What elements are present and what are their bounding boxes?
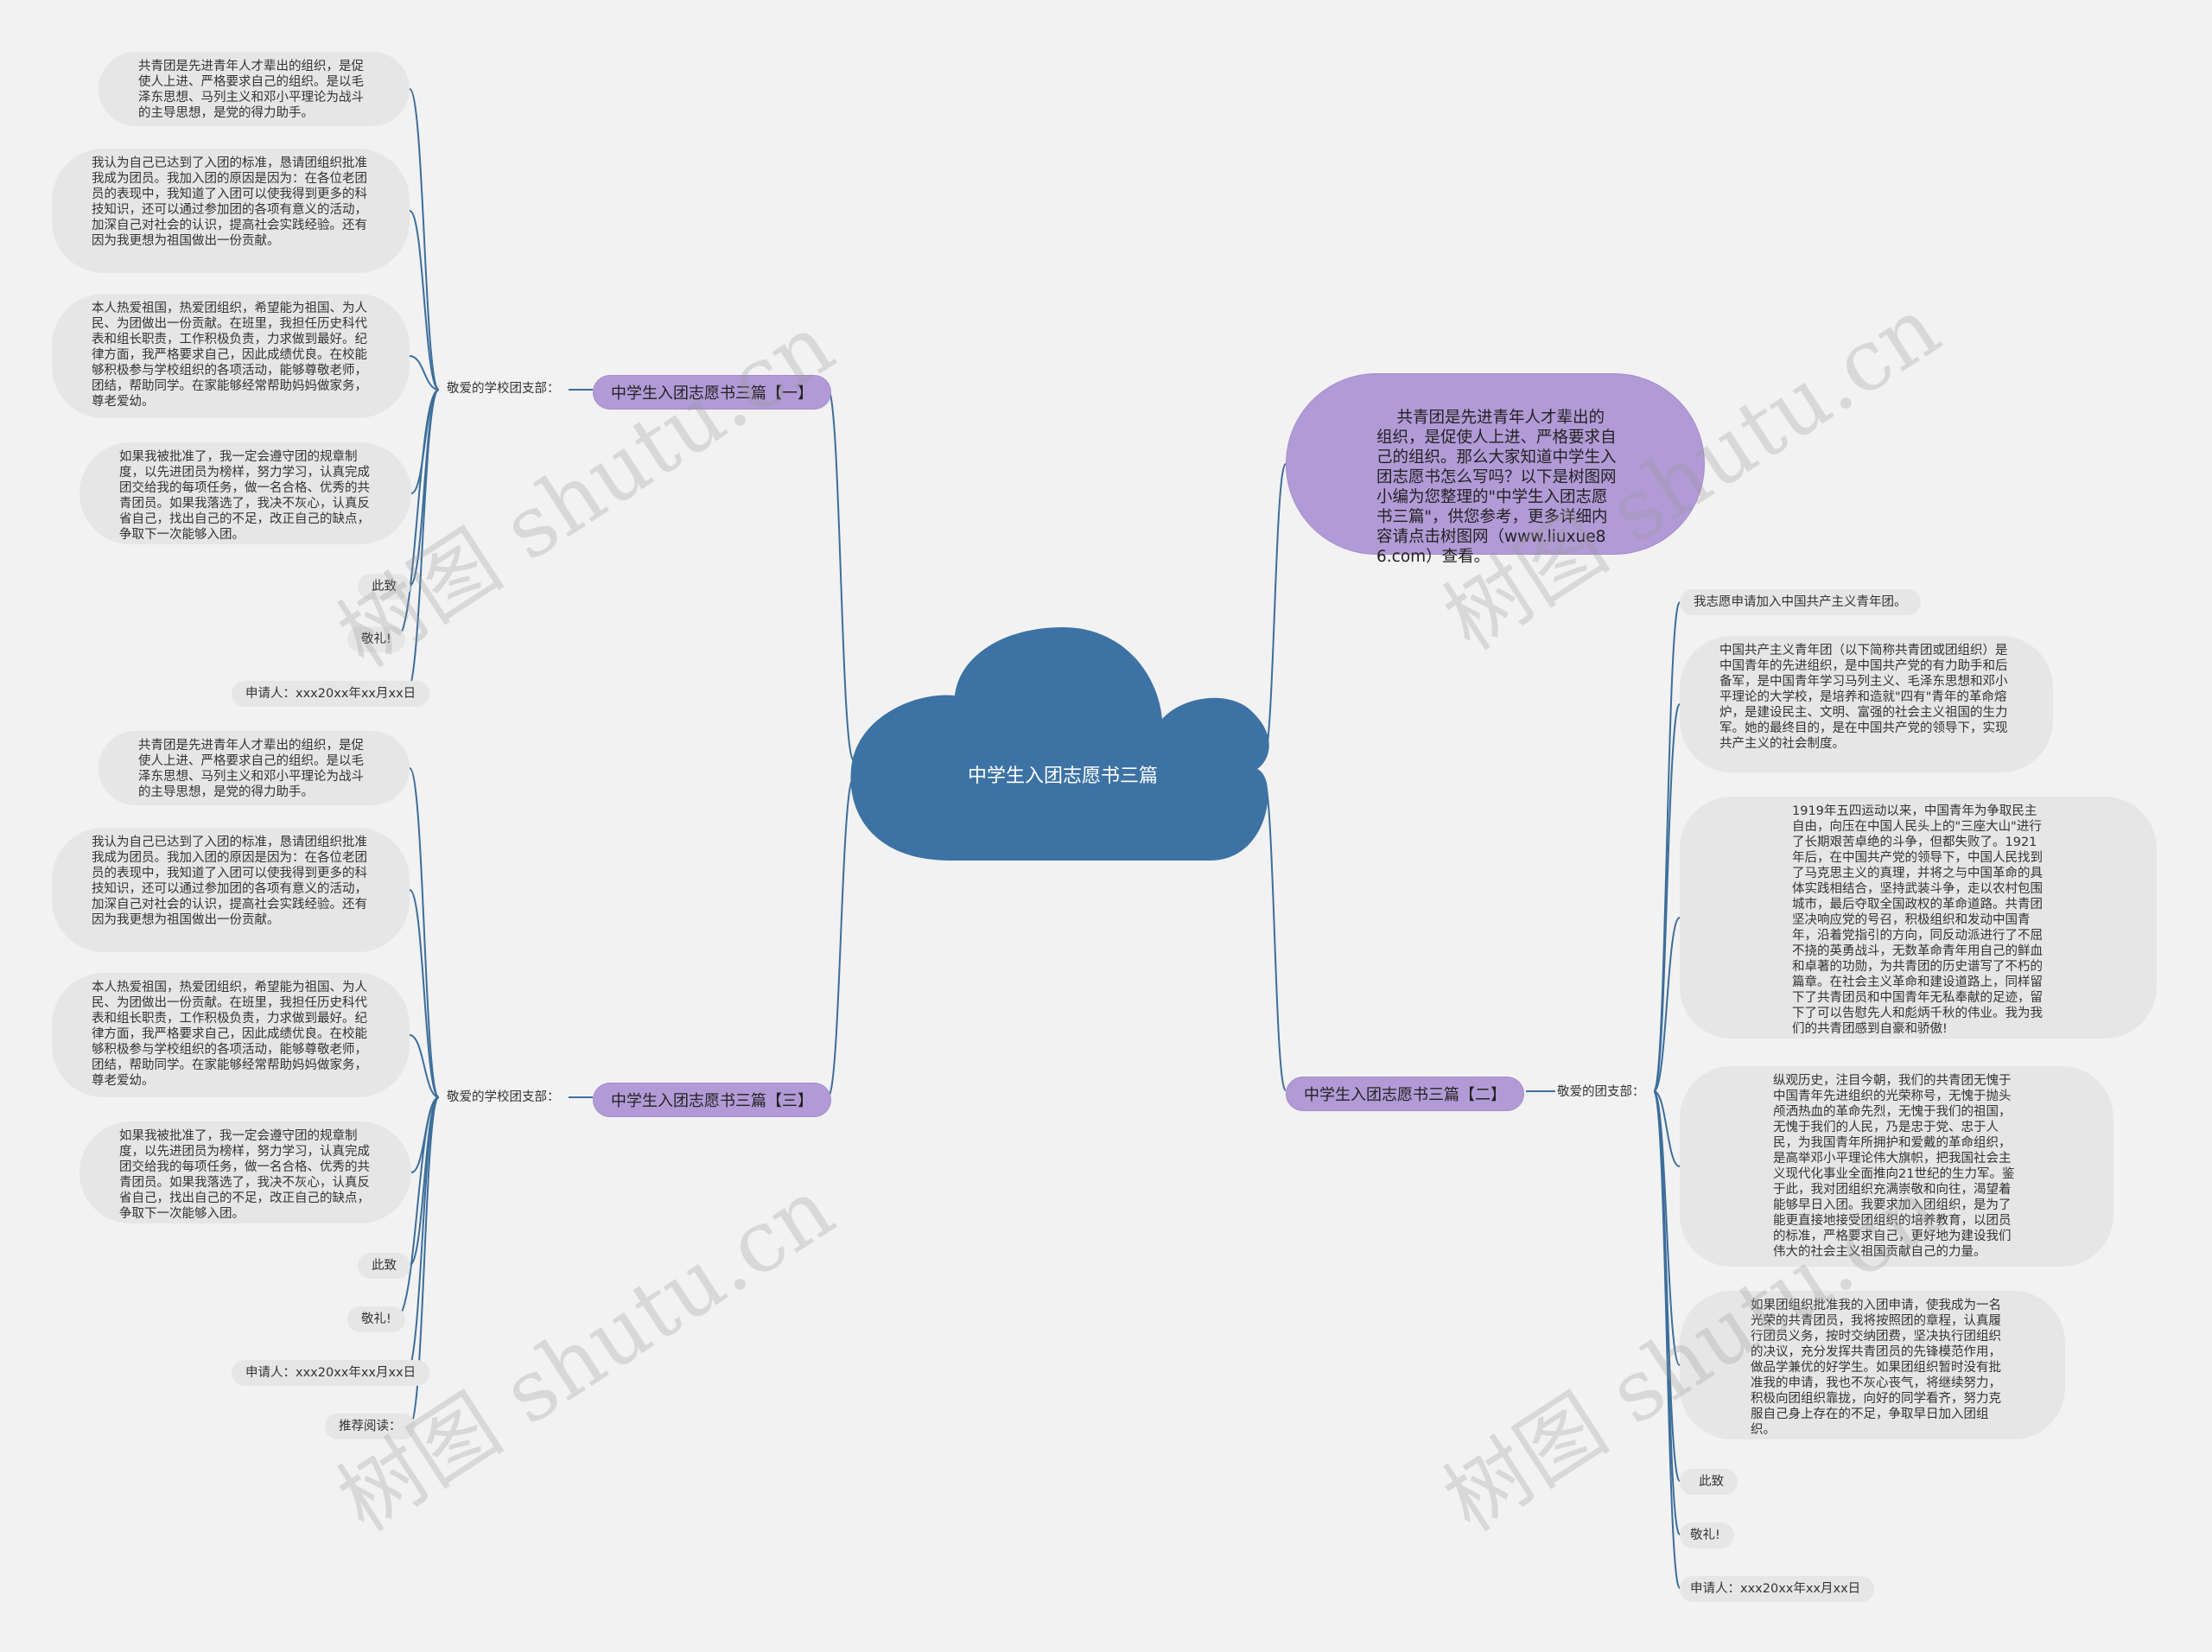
branch-three-paragraph-1: 共青团是先进青年人才辈出的组织，是促使人上进、严格要求自己的组织。是以毛泽东思想… <box>99 731 410 805</box>
link-center-branch-two <box>1262 777 1287 1091</box>
branch-two-greeting: 敬爱的团支部： <box>1557 1085 1645 1099</box>
link-center-intro <box>1262 463 1287 761</box>
link-branch-three-child <box>409 1034 440 1098</box>
branch-three-greeting: 敬爱的学校团支部： <box>447 1090 560 1104</box>
branch-three-paragraph-4: 如果我被批准了，我一定会遵守团的规章制度，以先进团员为榜样，努力学习，认真完成团… <box>79 1121 411 1223</box>
branch-two-closing: 此致 <box>1680 1469 1738 1495</box>
link-branch-one-child <box>395 389 440 640</box>
link-branch-two-child <box>1653 601 1681 1092</box>
link-branch-one-child <box>409 210 440 391</box>
link-branch-two-child <box>1653 1090 1681 1589</box>
link-branch-two-child <box>1653 703 1681 1092</box>
link-branch-three-child <box>395 1096 440 1319</box>
branch-two-salute: 敬礼! <box>1680 1522 1734 1548</box>
link-branch-one-child <box>405 389 440 695</box>
branch-three-salute: 敬礼! <box>347 1306 405 1332</box>
branch-one-paragraph-1: 共青团是先进青年人才辈出的组织，是促使人上进、严格要求自己的组织。是以毛泽东思想… <box>99 52 410 126</box>
branch-two-paragraph-1: 中国共产主义青年团（以下简称共青团或团组织）是中国青年的先进组织，是中国共产党的… <box>1680 636 2053 772</box>
branch-one-node[interactable]: 中学生入团志愿书三篇【一】 <box>593 375 831 410</box>
link-center-branch-one <box>827 388 855 761</box>
branch-three-closing: 此致 <box>358 1253 410 1279</box>
link-branch-two-child <box>1653 1090 1681 1167</box>
intro-summary-node[interactable]: 共青团是先进青年人才辈出的组织，是促使人上进、严格要求自己的组织。那么大家知道中… <box>1286 373 1705 566</box>
branch-one-paragraph-2: 我认为自己已达到了入团的标准，恳请团组织批准我成为团员。我加入团的原因是因为：在… <box>52 149 410 273</box>
link-branch-one-child <box>409 88 440 391</box>
branch-three-paragraph-3: 本人热爱祖国，热爱团组织，希望能为祖国、为人民、为团做出一份贡献。在班里，我担任… <box>52 973 410 1097</box>
link-branch-three-child <box>409 767 440 1098</box>
branch-two-paragraph-2: 1919年五四运动以来，中国青年为争取民主自由，向压在中国人民头上的"三座大山"… <box>1680 797 2157 1039</box>
branch-one-greeting: 敬爱的学校团支部： <box>447 382 560 396</box>
branch-two-applicant: 申请人：xxx20xx年xx月xx日 <box>1680 1576 1875 1602</box>
branch-three-paragraph-2: 我认为自己已达到了入团的标准，恳请团组织批准我成为团员。我加入团的原因是因为：在… <box>52 828 410 952</box>
branch-two-paragraph-4: 如果团组织批准我的入团申请，使我成为一名光荣的共青团员，我将按照团的章程，认真履… <box>1680 1291 2065 1439</box>
branch-two-apply-statement: 我志愿申请加入中国共产主义青年团。 <box>1680 589 1921 615</box>
link-center-branch-three <box>827 777 855 1098</box>
link-branch-three-child <box>409 1096 440 1426</box>
link-branch-three-child <box>409 889 440 1098</box>
branch-one-applicant: 申请人：xxx20xx年xx月xx日 <box>232 681 430 707</box>
intro-summary-text: 共青团是先进青年人才辈出的组织，是促使人上进、严格要求自己的组织。那么大家知道中… <box>1376 409 1617 566</box>
branch-three-node[interactable]: 中学生入团志愿书三篇【三】 <box>593 1083 831 1117</box>
branch-three-applicant: 申请人：xxx20xx年xx月xx日 <box>232 1360 430 1386</box>
link-branch-two-child <box>1653 917 1681 1092</box>
branch-two-node[interactable]: 中学生入团志愿书三篇【二】 <box>1286 1077 1524 1111</box>
branch-one-paragraph-4: 如果我被批准了，我一定会遵守团的规章制度，以先进团员为榜样，努力学习，认真完成团… <box>79 442 411 544</box>
branch-three-recommend[interactable]: 推荐阅读： <box>325 1414 416 1439</box>
central-topic-title: 中学生入团志愿书三篇 <box>967 766 1158 787</box>
branch-two-paragraph-3: 纵观历史，注目今朝，我们的共青团无愧于中国青年先进组织的光荣称号，无愧于抛头颅洒… <box>1680 1066 2113 1267</box>
link-branch-one-child <box>409 355 440 391</box>
branch-one-closing: 此致 <box>358 574 410 600</box>
branch-one-salute: 敬礼! <box>347 626 405 652</box>
branch-one-paragraph-3: 本人热爱祖国，热爱团组织，希望能为祖国、为人民、为团做出一份贡献。在班里，我担任… <box>52 294 410 418</box>
link-branch-three-child <box>405 1096 440 1374</box>
